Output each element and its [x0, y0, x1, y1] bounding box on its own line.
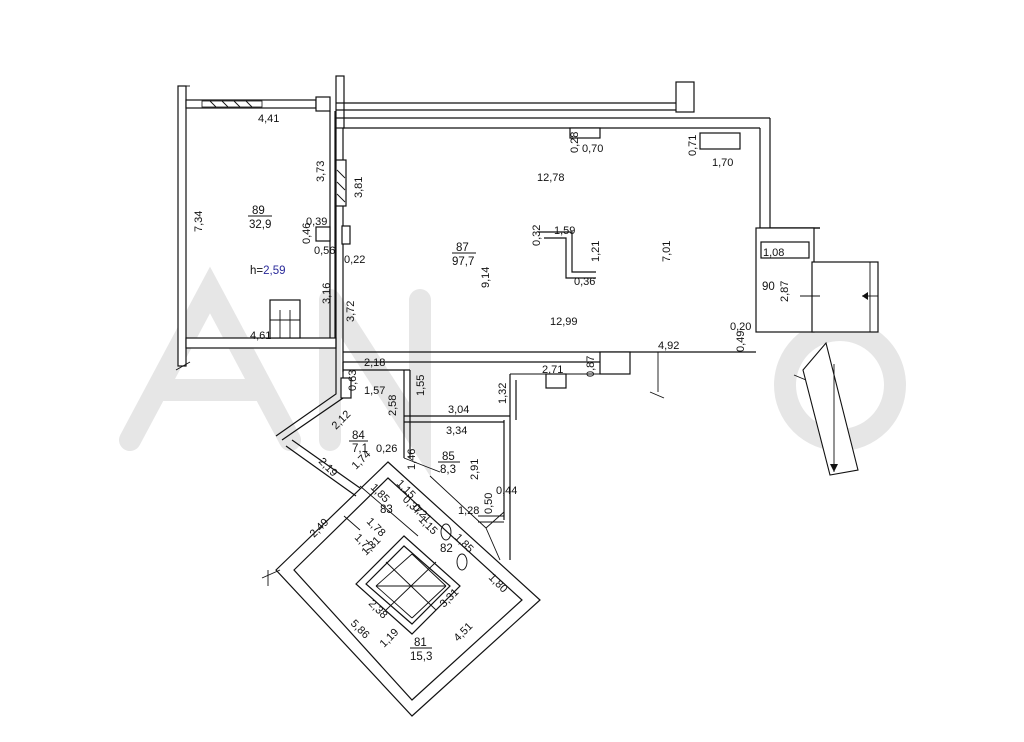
dim-label: 2,58: [387, 395, 399, 416]
room-area: 15,3: [410, 651, 432, 663]
dim-label: 12,99: [550, 316, 578, 328]
dim-label: 4,92: [658, 340, 679, 352]
dim-label: 9,14: [480, 267, 492, 288]
room-number: 85: [442, 451, 455, 463]
dim-label: 0,20: [730, 321, 751, 333]
dim-label: 1,70: [712, 157, 733, 169]
dim-label: 4,61: [250, 330, 271, 342]
dim-label: 0,22: [344, 254, 365, 266]
room-number: 87: [456, 242, 469, 254]
dim-label: 3,34: [446, 425, 467, 437]
dim-label: 1,46: [406, 449, 418, 470]
dim-label: 0,26: [376, 443, 397, 455]
dim-label: 3,81: [353, 177, 365, 198]
dim-label: 1,28: [458, 505, 479, 517]
room-81-83-walls: [261, 461, 541, 717]
room-number: 82: [440, 543, 453, 555]
dim-label: 0,36: [574, 276, 595, 288]
room-number: 83: [380, 504, 393, 516]
room-area: 32,9: [249, 219, 271, 231]
dim-label: 5,86: [348, 618, 372, 642]
dim-label: 0,28: [569, 132, 581, 153]
height-label: h=2,59: [250, 265, 286, 277]
dim-label: 2,71: [542, 364, 563, 376]
dim-label: 2,87: [779, 281, 791, 302]
dim-label: 0,63: [347, 370, 359, 391]
dim-label: 1,08: [763, 247, 784, 259]
dim-label: 2,18: [364, 357, 385, 369]
dim-label: 1,57: [364, 385, 385, 397]
room-number: 84: [352, 430, 365, 442]
dim-label: 1,80: [486, 572, 510, 596]
dim-label: 1,85: [452, 532, 476, 556]
room-number: 90: [762, 281, 775, 293]
labels: 4,41 3,73 7,34 0,39 0,46 0,56 3,81 0,22 …: [193, 113, 791, 663]
room-84-85-walls: [275, 362, 511, 560]
dim-label: 3,16: [321, 283, 333, 304]
room-area: 8,3: [440, 464, 456, 476]
dim-label: 3,73: [315, 161, 327, 182]
dim-label: 0,71: [687, 135, 699, 156]
dim-label: 0,50: [483, 493, 495, 514]
dim-label: 7,01: [661, 241, 673, 262]
dim-label: 0,56: [314, 245, 335, 257]
room-89-walls: [175, 85, 337, 371]
dim-label: 0,44: [496, 485, 517, 497]
dim-label: 1,21: [590, 241, 602, 262]
dim-label: 0,32: [531, 225, 543, 246]
dim-label: 1,55: [415, 375, 427, 396]
dim-label: 0,46: [301, 223, 313, 244]
dim-label: 3,72: [345, 301, 357, 322]
room-area: 97,7: [452, 256, 474, 268]
dim-label: 1,32: [497, 383, 509, 404]
dim-label: 3,04: [448, 404, 469, 416]
dim-label: 7,34: [193, 211, 205, 232]
dim-label: 1,59: [554, 225, 575, 237]
dim-label: 0,49: [735, 331, 747, 352]
room-area: 7,1: [352, 443, 368, 455]
room-87-walls: [335, 75, 820, 420]
dim-label: 4,41: [258, 113, 279, 125]
dim-label: 1,85: [368, 482, 392, 506]
room-number: 89: [252, 205, 265, 217]
dim-label: 0,39: [306, 216, 327, 228]
dim-label: 12,78: [537, 172, 565, 184]
room-90-walls: [756, 261, 879, 476]
dim-label: 0,87: [585, 356, 597, 377]
dim-label: 0,70: [582, 143, 603, 155]
dim-label: 2,91: [469, 459, 481, 480]
dim-label: 1,19: [378, 626, 402, 650]
dim-label: 4,51: [452, 620, 476, 644]
room-number: 81: [414, 637, 427, 649]
